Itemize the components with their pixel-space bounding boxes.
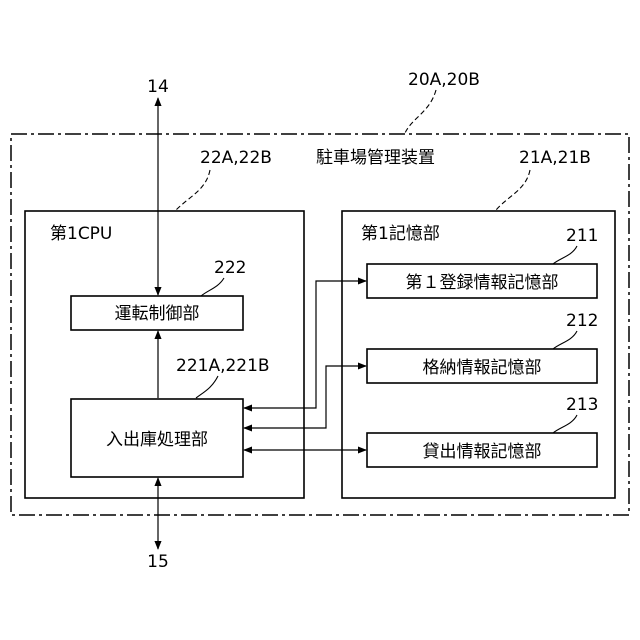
cpu-title: 第1CPU xyxy=(50,224,112,244)
lending-info-storage-label: 貸出情報記憶部 xyxy=(423,442,542,462)
cpu-ref-leader xyxy=(176,170,210,210)
driving-control-ref: 222 xyxy=(214,258,246,278)
inout-processing-label: 入出庫処理部 xyxy=(106,430,208,450)
reg-info-storage-ref: 211 xyxy=(566,226,598,246)
storage-ref: 21A,21B xyxy=(519,148,591,168)
device-ref: 20A,20B xyxy=(408,70,480,90)
external-top-ref: 14 xyxy=(147,77,169,97)
device-title: 駐車場管理装置 xyxy=(316,148,435,168)
lending-info-storage-ref: 213 xyxy=(566,395,598,415)
inout-processing-ref: 221A,221B xyxy=(176,356,270,376)
storage-ref-leader xyxy=(496,170,530,210)
cpu-ref: 22A,22B xyxy=(200,148,272,168)
device-ref-leader xyxy=(405,90,436,133)
driving-control-label: 運転制御部 xyxy=(115,304,200,324)
storage-info-storage-label: 格納情報記憶部 xyxy=(423,358,542,378)
storage-title: 第1記憶部 xyxy=(361,224,440,244)
external-bottom-ref: 15 xyxy=(147,552,169,572)
storage-info-storage-ref: 212 xyxy=(566,311,598,331)
reg-info-storage-label: 第１登録情報記憶部 xyxy=(406,273,559,293)
